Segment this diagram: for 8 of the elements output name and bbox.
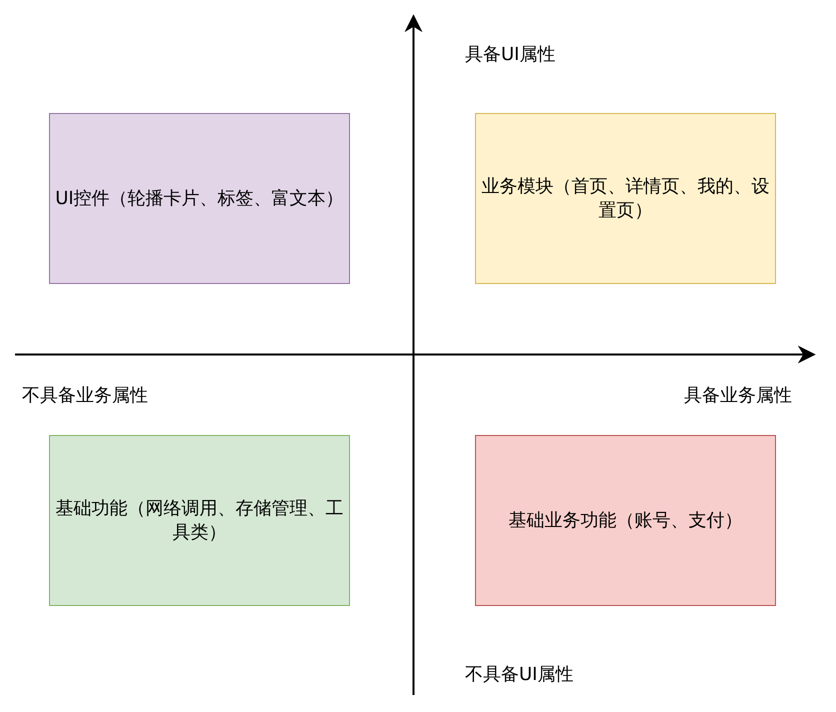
axis-label: 不具备业务属性 bbox=[22, 384, 148, 407]
quadrant-box: UI控件（轮播卡片、标签、富文本） bbox=[49, 113, 350, 284]
axis-label: 不具备UI属性 bbox=[465, 663, 574, 686]
axis-label: 具备UI属性 bbox=[465, 43, 556, 66]
axis-label: 具备业务属性 bbox=[684, 384, 792, 407]
quadrant-box: 基础功能（网络调用、存储管理、工具类） bbox=[49, 435, 350, 606]
quadrant-box: 业务模块（首页、详情页、我的、设置页） bbox=[475, 113, 776, 284]
quadrant-box: 基础业务功能（账号、支付） bbox=[475, 435, 776, 606]
